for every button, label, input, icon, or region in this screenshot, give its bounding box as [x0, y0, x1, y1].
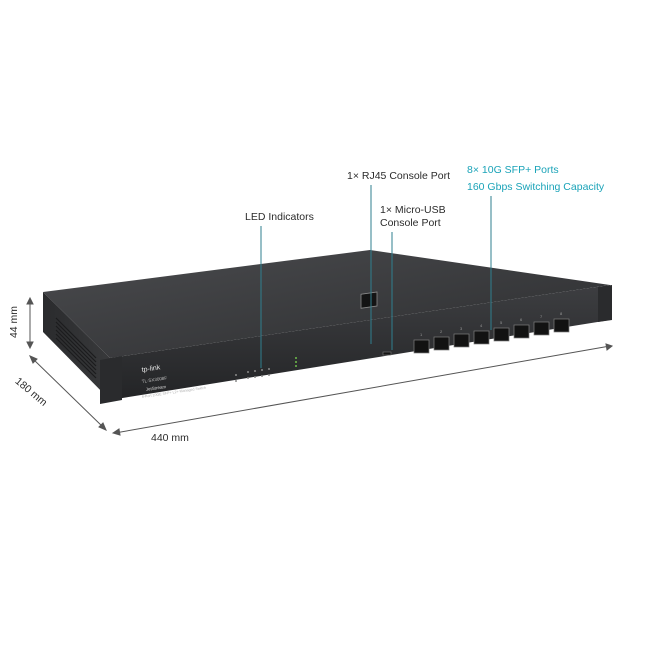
- dimension-lines: [26, 296, 614, 436]
- sfp-port: [453, 333, 470, 348]
- usb-console-label: 1× Micro-USB Console Port: [380, 204, 446, 230]
- sfp-port: [513, 324, 530, 339]
- sfp-port: [533, 321, 550, 336]
- sfp-port-number: 7: [540, 314, 543, 319]
- sfp-port-number: 4: [480, 323, 483, 328]
- brand-logo: tp-link: [141, 364, 161, 374]
- callout-lines: [260, 185, 492, 368]
- switch-front-panel: [110, 285, 610, 400]
- sfp-port-group: [413, 318, 570, 354]
- sfp-ports-label-line1: 8× 10G SFP+ Ports: [467, 164, 559, 176]
- rj45-console-label: 1× RJ45 Console Port: [347, 170, 451, 182]
- sfp-port: [433, 336, 450, 351]
- usb-console-label-line1: 1× Micro-USB: [380, 204, 446, 216]
- rack-ear: [100, 356, 122, 404]
- rack-ear-right: [598, 285, 612, 322]
- usb-console-label-line2: Console Port: [380, 217, 441, 229]
- width-dimension-label: 440 mm: [151, 432, 189, 444]
- sfp-port-number: 8: [560, 311, 563, 316]
- sfp-port-number: 6: [520, 317, 523, 322]
- side-vents: [55, 317, 97, 379]
- rj45-console-port: [360, 291, 378, 309]
- sfp-port-number: 2: [440, 329, 443, 334]
- led-indicators-label: LED Indicators: [245, 211, 314, 223]
- height-dimension-label: 44 mm: [8, 305, 21, 339]
- model-label: TL-SX3008F: [141, 375, 167, 384]
- sfp-port-number: 5: [500, 320, 503, 325]
- sfp-port-number: 1: [420, 332, 423, 337]
- led-indicators: [235, 368, 270, 382]
- status-leds: [295, 357, 297, 367]
- sfp-port-number: 3: [460, 326, 463, 331]
- sfp-port: [473, 330, 490, 345]
- series-label: JetStream: [145, 384, 166, 392]
- switch-top-cover: [43, 250, 610, 358]
- sfp-port: [413, 339, 430, 354]
- sfp-ports-label: 8× 10G SFP+ Ports 160 Gbps Switching Cap…: [467, 164, 604, 194]
- sfp-capacity-label: 160 Gbps Switching Capacity: [467, 181, 605, 193]
- micro-usb-port: [382, 351, 392, 356]
- sfp-port: [553, 318, 570, 333]
- sfp-port: [493, 327, 510, 342]
